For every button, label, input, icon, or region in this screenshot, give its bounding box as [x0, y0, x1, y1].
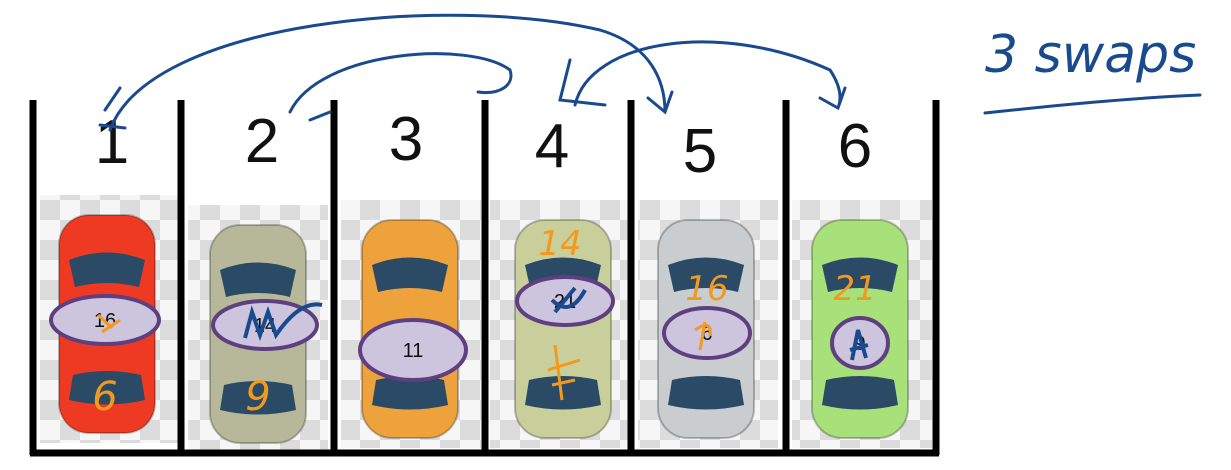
car-value: 6: [701, 323, 712, 345]
swap-arrow-2-4: [288, 52, 513, 114]
slot-number: 2: [245, 107, 279, 176]
parking-slot-3: 3 11: [341, 105, 481, 448]
handwritten-value: 14: [538, 224, 581, 264]
handwritten-value: 21: [833, 269, 876, 309]
scribbles: [96, 286, 869, 401]
car-value-ellipse: [358, 318, 468, 382]
slot-number: 1: [95, 108, 129, 177]
parking-slot-5: 5 6 16: [638, 117, 778, 448]
handwritten-value: 9: [245, 374, 270, 420]
swap-arrow-1-5: [108, 13, 674, 132]
parking-lines: [29, 100, 940, 457]
car: [209, 224, 307, 444]
note-underline: [983, 93, 1202, 115]
car-value: 11: [403, 340, 424, 362]
slot-number: 5: [683, 117, 717, 186]
slot-number: 6: [838, 112, 872, 181]
swap-arrows: [98, 13, 847, 132]
car-value-ellipse: [662, 306, 752, 360]
handwritten-value: 16: [685, 269, 728, 309]
swap-arrow-4-6: [573, 40, 847, 111]
swaps-note: 3 swaps: [985, 25, 1196, 85]
handwritten-value: 6: [92, 374, 117, 420]
slot-number: 4: [535, 112, 569, 181]
slot-number: 3: [389, 105, 423, 174]
